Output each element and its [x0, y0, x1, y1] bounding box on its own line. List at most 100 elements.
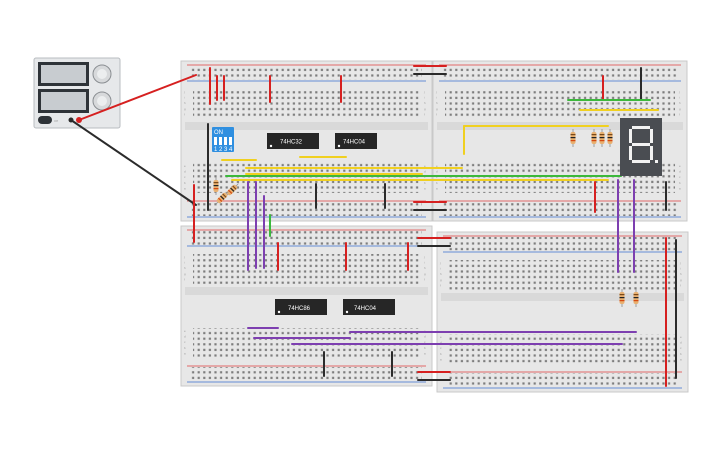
row-letter: b — [680, 352, 682, 356]
chip-label-74hc86: 74HC86 — [288, 306, 311, 312]
row-letter: e — [440, 335, 442, 339]
power-rail — [447, 237, 678, 251]
row-letter: b — [184, 181, 186, 185]
resistor[interactable] — [599, 129, 605, 147]
chip-74hc32[interactable]: 74HC32 — [267, 133, 319, 149]
row-letter: i — [680, 267, 681, 271]
chip-label-74hc04-top: 74HC04 — [343, 140, 366, 146]
row-letter: i — [184, 96, 185, 100]
center-channel — [185, 122, 428, 130]
resistor[interactable] — [591, 129, 597, 147]
row-letter: i — [424, 261, 425, 265]
row-letter: b — [184, 346, 186, 350]
power-rail — [443, 202, 677, 216]
row-letter: j — [183, 255, 185, 259]
resistor[interactable] — [213, 177, 219, 195]
row-letter: e — [184, 164, 186, 168]
dip-switch[interactable]: ON 1 2 3 4 — [212, 127, 234, 153]
row-letter: e — [679, 164, 681, 168]
row-letter: f — [440, 283, 441, 287]
power-rail — [447, 373, 678, 387]
row-letter: e — [424, 164, 426, 168]
row-letter: a — [440, 357, 442, 361]
row-letter: j — [183, 90, 185, 94]
power-rail — [191, 231, 422, 245]
row-letter: h — [436, 101, 438, 105]
row-letter: f — [184, 277, 185, 281]
row-letter: b — [679, 181, 681, 185]
row-letter: h — [440, 272, 442, 276]
power-toggle-label: Off — [54, 119, 58, 123]
center-channel — [441, 293, 684, 301]
chip-74hc04-top[interactable]: 74HC04 — [335, 133, 377, 149]
row-letter: d — [679, 170, 681, 174]
power-rail — [191, 202, 422, 216]
row-letter: h — [184, 266, 186, 270]
dip-switch-toggle-1[interactable] — [214, 137, 217, 145]
row-letter: d — [436, 170, 438, 174]
resistor[interactable] — [214, 190, 230, 206]
row-letter: j — [423, 90, 425, 94]
dip-switch-pos-3: 3 — [224, 147, 228, 153]
row-letter: c — [436, 175, 438, 179]
chip-label-74hc04-bottom: 74HC04 — [354, 306, 377, 312]
power-toggle[interactable] — [38, 116, 52, 124]
resistor[interactable] — [619, 289, 625, 307]
center-channel — [185, 287, 428, 295]
seven-segment-display[interactable] — [620, 118, 662, 176]
row-letter: a — [680, 357, 682, 361]
row-letter: g — [184, 107, 186, 111]
row-letter: e — [184, 329, 186, 333]
row-letter: a — [436, 186, 438, 190]
resistors — [213, 129, 639, 307]
row-letter: g — [679, 107, 681, 111]
resistor[interactable] — [224, 182, 240, 198]
row-letter: e — [680, 335, 682, 339]
row-letter: h — [679, 101, 681, 105]
row-letter: c — [184, 175, 186, 179]
dip-switch-toggle-3[interactable] — [224, 137, 227, 145]
resistor[interactable] — [607, 129, 613, 147]
chip-74hc86[interactable]: 74HC86 — [275, 299, 327, 315]
row-letter: i — [424, 96, 425, 100]
chip-74hc04-bottom[interactable]: 74HC04 — [343, 299, 395, 315]
power-rail — [191, 367, 422, 381]
row-letter: d — [424, 335, 426, 339]
row-letter: a — [424, 186, 426, 190]
row-letter: b — [440, 352, 442, 356]
resistor[interactable] — [570, 129, 576, 147]
power-rail — [443, 66, 677, 80]
row-letter: f — [679, 112, 680, 116]
row-letter: f — [184, 112, 185, 116]
row-letter: a — [424, 351, 426, 355]
wire-black-jumper[interactable] — [70, 119, 197, 206]
row-letter: b — [424, 181, 426, 185]
row-letter: f — [424, 112, 425, 116]
row-letter: f — [680, 283, 681, 287]
row-letter: g — [440, 278, 442, 282]
row-letter: c — [424, 340, 426, 344]
resistor[interactable] — [633, 289, 639, 307]
dip-switch-toggle-4[interactable] — [229, 137, 232, 145]
row-letter: h — [184, 101, 186, 105]
wires — [70, 65, 677, 387]
row-letter: i — [679, 96, 680, 100]
row-letter: g — [424, 107, 426, 111]
row-letter: f — [436, 112, 437, 116]
row-letter: c — [184, 340, 186, 344]
wire-red-jumper[interactable] — [78, 74, 197, 121]
dip-switch-toggle-2[interactable] — [219, 137, 222, 145]
row-letter: i — [440, 267, 441, 271]
dip-switch-pos-4: 4 — [229, 147, 233, 153]
row-letter: d — [184, 335, 186, 339]
row-letter: d — [440, 341, 442, 345]
row-letter: c — [424, 175, 426, 179]
row-letter: j — [435, 90, 437, 94]
row-letter: g — [424, 272, 426, 276]
row-letter: c — [680, 346, 682, 350]
row-letter: g — [184, 272, 186, 276]
power-supply[interactable]: Off — [33, 57, 121, 129]
row-letter: j — [679, 261, 681, 265]
